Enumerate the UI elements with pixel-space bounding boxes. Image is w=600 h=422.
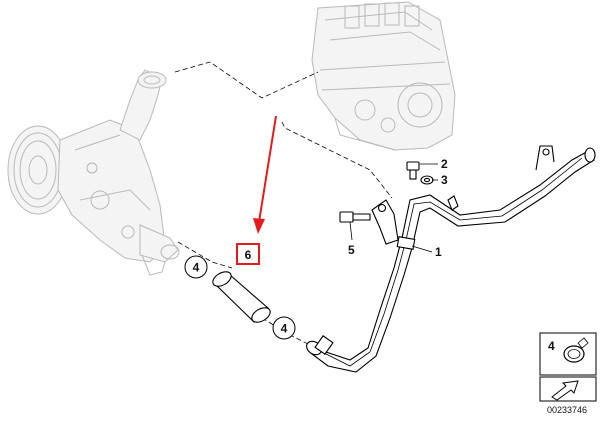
callout-clamp-lower-circle[interactable]: 4 bbox=[272, 316, 296, 340]
navigation-arrow-box[interactable] bbox=[539, 376, 597, 402]
callout-clamp-upper-circle[interactable]: 4 bbox=[184, 255, 208, 279]
callout-seal: 3 bbox=[441, 173, 448, 187]
arrow-icon bbox=[551, 380, 579, 401]
callout-hose-highlight[interactable]: 6 bbox=[236, 243, 260, 265]
seal-part bbox=[420, 175, 434, 185]
engine-block-drawing bbox=[311, 1, 456, 151]
coolant-hose-part bbox=[212, 271, 271, 323]
callout-clamp-upper: 4 bbox=[193, 261, 200, 275]
diagram-number: 00233746 bbox=[547, 405, 587, 415]
screw-part bbox=[406, 161, 420, 180]
bolt-part bbox=[339, 211, 371, 223]
callout-clamp-lower: 4 bbox=[281, 322, 288, 336]
callout-screw: 2 bbox=[441, 157, 448, 171]
callout-bolt: 5 bbox=[348, 243, 355, 257]
leader-lines bbox=[349, 163, 438, 253]
legend-clamp-number: 4 bbox=[548, 339, 555, 353]
callout-hose: 6 bbox=[245, 248, 252, 262]
highlight-box bbox=[236, 243, 260, 265]
clamp-legend-box: 4 bbox=[539, 332, 597, 376]
coolant-pipe-part bbox=[306, 145, 596, 373]
red-pointer-arrow bbox=[253, 115, 277, 234]
water-pump-drawing bbox=[7, 69, 180, 276]
hose-clamp-icon bbox=[563, 337, 589, 363]
callout-pipe: 1 bbox=[435, 245, 442, 259]
